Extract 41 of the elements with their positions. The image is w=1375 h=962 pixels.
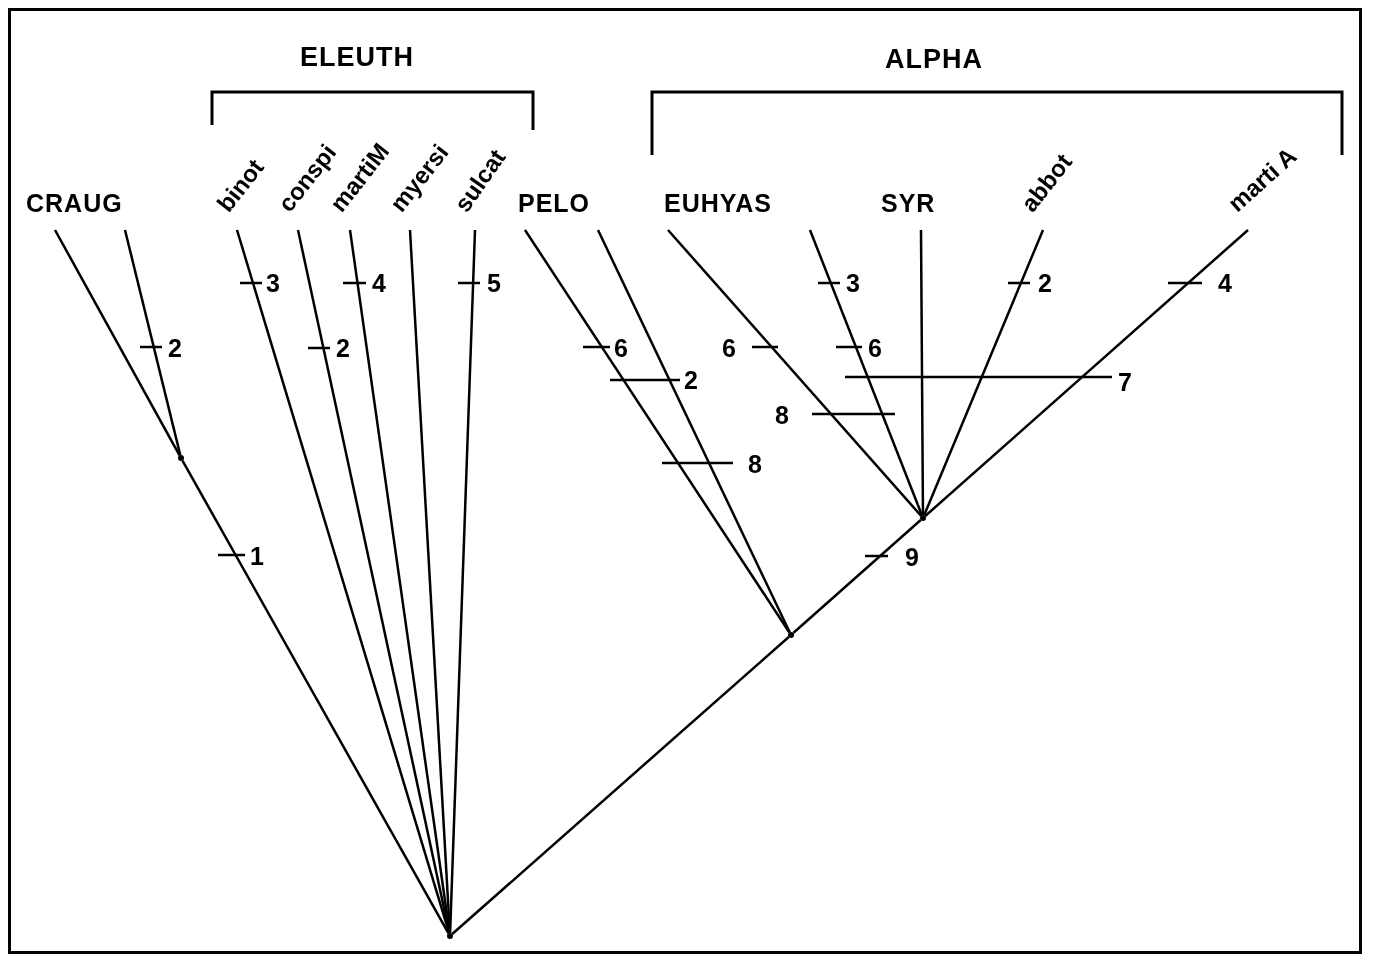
character-number: 8: [748, 449, 762, 479]
tree-branch: [451, 636, 790, 935]
taxon-label: EUHYAS: [664, 188, 772, 218]
branch-point: [447, 933, 453, 939]
tree-branch: [181, 460, 450, 934]
character-number: 3: [266, 268, 280, 298]
branch-point: [788, 632, 794, 638]
character-number: 2: [336, 333, 350, 363]
character-number: 6: [868, 333, 882, 363]
character-number: 9: [905, 542, 919, 572]
character-number: 4: [372, 268, 386, 298]
tree-branch: [448, 229, 477, 934]
character-number: 5: [487, 268, 501, 298]
character-number: 3: [846, 268, 860, 298]
taxon-label: PELO: [518, 188, 591, 218]
character-number: 4: [1218, 268, 1232, 298]
branch-point: [920, 515, 926, 521]
character-number: 7: [1118, 367, 1132, 397]
tree-branch: [523, 229, 791, 634]
tree-branch: [919, 230, 925, 515]
tree-branch: [235, 229, 451, 934]
character-number: 8: [775, 400, 789, 430]
taxon-label: SYR: [881, 188, 936, 218]
character-number: 6: [614, 333, 628, 363]
tree-branch: [667, 229, 922, 517]
tree-branch: [924, 229, 1249, 517]
character-number: 6: [722, 333, 736, 363]
tree-branch: [808, 229, 924, 516]
tree-branch: [123, 229, 182, 456]
tree-branch: [792, 519, 922, 634]
character-number: 2: [168, 333, 182, 363]
tree-branch: [923, 229, 1045, 516]
tree-branch: [53, 229, 181, 456]
clade-label: ELEUTH: [300, 42, 414, 72]
taxon-label: CRAUG: [26, 188, 123, 218]
tree-branch: [596, 229, 791, 633]
clade-label: ALPHA: [885, 44, 983, 74]
character-number: 1: [250, 541, 264, 571]
character-number: 2: [684, 365, 698, 395]
branch-point: [178, 455, 184, 461]
character-number: 2: [1038, 268, 1052, 298]
